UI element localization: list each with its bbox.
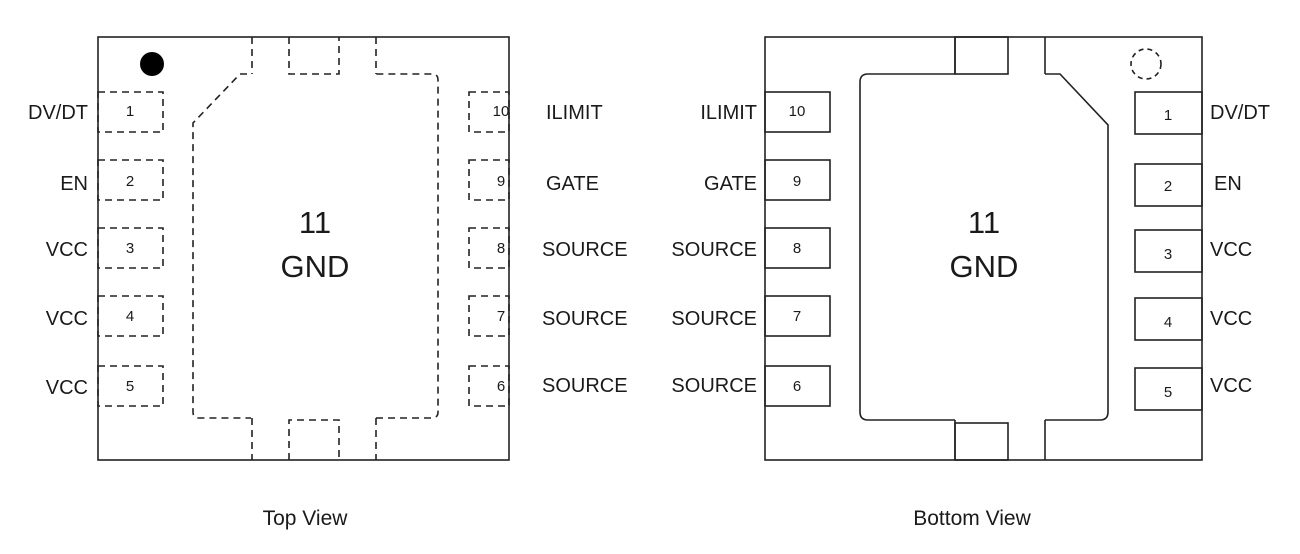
top-view-pad-number: 11 — [299, 205, 331, 240]
pin-name: VCC — [1210, 239, 1252, 261]
top-view-exposed-pad — [192, 73, 439, 419]
pin-name: SOURCE — [542, 308, 628, 330]
bottom-view: 10 ILIMIT 9 GATE 8 SOURCE 7 SOURCE 6 SOU… — [671, 36, 1270, 530]
pin-number: 6 — [497, 378, 505, 395]
bottom-view-top-tab-center — [954, 36, 1009, 75]
pin-name: VCC — [46, 377, 88, 399]
pin-number: 10 — [789, 103, 806, 120]
pin-number: 4 — [126, 308, 134, 325]
top-view-pin: 7 SOURCE — [468, 295, 628, 337]
pin-number: 8 — [497, 240, 505, 257]
top-view-pin: 1 DV/DT — [28, 91, 164, 133]
pin-number: 7 — [497, 308, 505, 325]
top-view-pin: 6 SOURCE — [468, 365, 628, 407]
pin-name: VCC — [1210, 375, 1252, 397]
bottom-view-pin: 1 DV/DT — [1134, 91, 1270, 135]
bottom-view-pin: 9 GATE — [704, 159, 831, 201]
top-view-pin: 8 SOURCE — [468, 227, 628, 269]
top-view-pin: 3 VCC — [46, 227, 164, 269]
pin-number: 5 — [1164, 384, 1172, 401]
pin-name: GATE — [546, 173, 599, 195]
bottom-view-pin: 5 VCC — [1134, 367, 1252, 411]
pin-name: DV/DT — [1210, 102, 1270, 124]
pin-name: SOURCE — [671, 308, 757, 330]
pin-number: 5 — [126, 378, 134, 395]
pin-number: 2 — [1164, 178, 1172, 195]
bottom-view-pin: 4 VCC — [1134, 297, 1252, 341]
pin-number: 2 — [126, 173, 134, 190]
bottom-view-pin: 10 ILIMIT — [700, 91, 831, 133]
pin-number: 1 — [126, 103, 134, 120]
bottom-view-pin: 2 EN — [1134, 163, 1242, 207]
pin-name: SOURCE — [671, 239, 757, 261]
pin-number: 8 — [793, 240, 801, 257]
pin-number: 4 — [1164, 314, 1172, 331]
bottom-view-exposed-pad — [859, 73, 1109, 421]
pin-name: SOURCE — [542, 375, 628, 397]
top-view: 1 DV/DT 2 EN 3 VCC 4 VCC 5 VCC 10 ILIMIT — [28, 36, 628, 530]
bottom-view-pad-name: GND — [950, 249, 1019, 284]
pin-name: VCC — [1210, 308, 1252, 330]
bottom-view-pin: 8 SOURCE — [671, 227, 831, 269]
top-view-pin: 4 VCC — [46, 295, 164, 337]
pin-name: ILIMIT — [700, 102, 757, 124]
bottom-view-caption: Bottom View — [913, 507, 1031, 530]
pin-number: 1 — [1164, 107, 1172, 124]
pin-number: 7 — [793, 308, 801, 325]
bottom-view-pin: 6 SOURCE — [671, 365, 831, 407]
pin-number: 10 — [493, 103, 510, 120]
pin-name: SOURCE — [671, 375, 757, 397]
top-view-pad-name: GND — [281, 249, 350, 284]
top-view-pin: 5 VCC — [46, 365, 164, 407]
top-view-bottom-tab-center — [288, 419, 340, 460]
pin-name: SOURCE — [542, 239, 628, 261]
pin-name: VCC — [46, 239, 88, 261]
bottom-view-pin: 3 VCC — [1134, 229, 1252, 273]
pin-number: 3 — [1164, 246, 1172, 263]
bottom-view-pad-number: 11 — [968, 205, 1000, 240]
pin-name: GATE — [704, 173, 757, 195]
top-view-caption: Top View — [263, 507, 349, 530]
pin-name: EN — [60, 173, 88, 195]
top-view-pin: 9 GATE — [468, 159, 599, 201]
top-view-top-tab-center — [288, 37, 340, 75]
pin-number: 6 — [793, 378, 801, 395]
pin-number: 9 — [497, 173, 505, 190]
pin1-marker-circle — [1130, 48, 1162, 80]
bottom-view-bottom-tab-center — [954, 422, 1009, 461]
top-view-pin: 2 EN — [60, 159, 164, 201]
pin-name: EN — [1214, 173, 1242, 195]
pin-name: DV/DT — [28, 102, 88, 124]
pin-name: VCC — [46, 308, 88, 330]
bottom-view-pin: 7 SOURCE — [671, 295, 831, 337]
pin-name: ILIMIT — [546, 102, 603, 124]
pin-number: 9 — [793, 173, 801, 190]
pin-number: 3 — [126, 240, 134, 257]
pin1-marker-dot — [140, 52, 164, 76]
top-view-pin: 10 ILIMIT — [468, 91, 603, 133]
